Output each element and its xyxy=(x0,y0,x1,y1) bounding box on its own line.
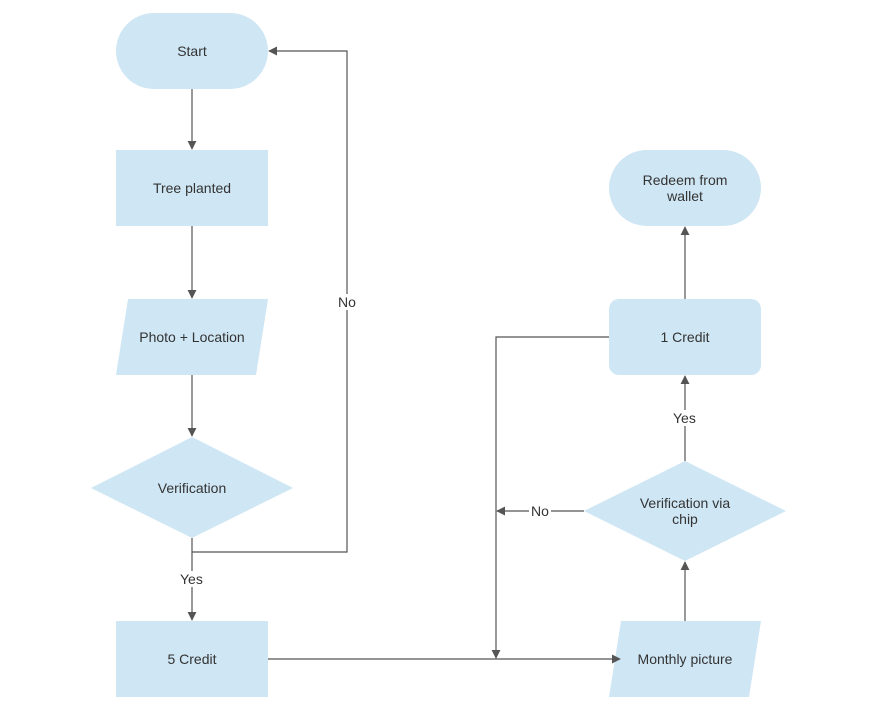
five-credit-label: 5 Credit xyxy=(167,651,217,667)
redeem-label: Redeem from wallet xyxy=(642,172,728,204)
five-credit-process-shape xyxy=(116,621,268,697)
edge-label-chip-no: No xyxy=(529,503,551,519)
tree-planted-label: Tree planted xyxy=(152,180,232,196)
tree-planted-node: Tree planted xyxy=(116,150,268,226)
verification-chip-decision-shape xyxy=(584,461,786,561)
redeem-terminator-shape xyxy=(609,150,761,226)
verification-label: Verification xyxy=(157,479,227,496)
edge-label-verification-no: No xyxy=(336,294,358,310)
verification-decision-shape xyxy=(91,437,293,538)
start-terminator-shape xyxy=(116,13,268,89)
one-credit-node: 1 Credit xyxy=(609,299,761,375)
redeem-node: Redeem from wallet xyxy=(609,150,761,226)
verification-node: Verification xyxy=(91,437,293,538)
one-credit-process-shape xyxy=(609,299,761,375)
edge-verification-no-loop xyxy=(191,46,348,553)
verification-chip-label: Verification via chip xyxy=(639,495,731,527)
verification-chip-node: Verification via chip xyxy=(584,461,786,561)
monthly-picture-node: Monthly picture xyxy=(609,621,761,697)
photo-location-label: Photo + Location xyxy=(139,329,245,345)
photo-location-node: Photo + Location xyxy=(116,299,268,375)
edge-one-credit-down xyxy=(491,336,609,659)
start-node: Start xyxy=(116,13,268,89)
one-credit-label: 1 Credit xyxy=(660,329,710,345)
photo-location-io-shape xyxy=(116,299,268,375)
edge-label-verification-yes: Yes xyxy=(178,571,205,587)
five-credit-node: 5 Credit xyxy=(116,621,268,697)
start-label: Start xyxy=(177,43,207,59)
edge-label-chip-yes: Yes xyxy=(671,410,698,426)
tree-planted-process-shape xyxy=(116,150,268,226)
monthly-picture-io-shape xyxy=(609,621,761,697)
monthly-picture-label: Monthly picture xyxy=(637,651,733,667)
